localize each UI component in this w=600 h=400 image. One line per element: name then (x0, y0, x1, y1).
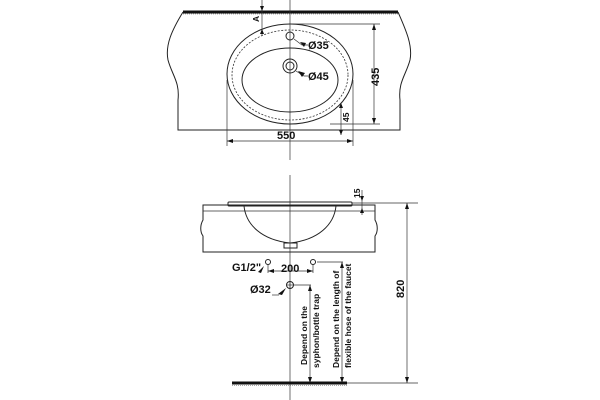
counter-section (200, 204, 378, 253)
basin-bowl (241, 47, 339, 113)
supply-thread-label: G1/2" (232, 262, 261, 274)
hose-note-line2: flexible hose of the faucet (343, 263, 353, 368)
waste-diameter-label: Ø32 (250, 284, 271, 296)
edge-45-label: 45 (341, 112, 351, 122)
basin-rim-side (227, 201, 353, 207)
basin-dashed-rim (231, 29, 349, 121)
supply-spacing-label: 200 (281, 263, 299, 275)
top-view: Ø35 Ø45 A 435 45 550 (166, 0, 412, 160)
width-550-label: 550 (277, 130, 295, 142)
height-820-label: 820 (395, 280, 407, 298)
trap-note-line1: Depend on the (299, 306, 309, 365)
faucet-hole-label: Ø35 (308, 40, 329, 52)
side-view: 15 820 200 G1/2" Ø32 Depend on the sypho… (200, 175, 418, 400)
drain-outer (282, 58, 298, 74)
rim-15-label: 15 (352, 188, 362, 198)
depth-435-label: 435 (370, 68, 382, 86)
drain-inner (285, 61, 295, 71)
supply-point-left (265, 259, 271, 265)
drain-outlet (283, 242, 298, 249)
countertop-outline (166, 11, 412, 131)
waste-point (286, 281, 294, 289)
hose-note-line1: Depend on the length of (331, 271, 341, 368)
trap-note-line2: syphon/bottle trap (311, 294, 321, 368)
supply-point-right (310, 259, 316, 265)
dimension-a-label: A (251, 16, 261, 22)
faucet-hole (285, 31, 295, 41)
drain-hole-label: Ø45 (308, 71, 329, 83)
